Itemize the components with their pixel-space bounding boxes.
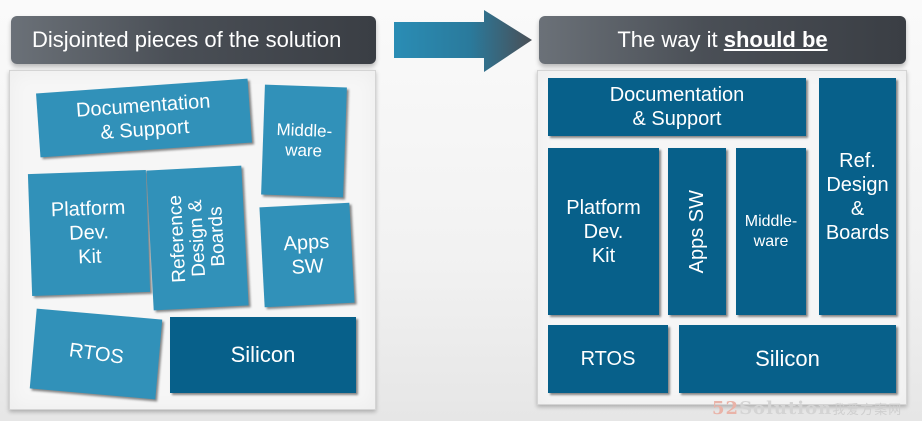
watermark-chinese: 我爱方案网	[832, 403, 903, 418]
right-platform-label: Platform Dev. Kit	[566, 196, 641, 267]
left-rtos-block: RTOS	[29, 308, 163, 400]
right-rtos-label: RTOS	[580, 348, 636, 370]
right-silicon-label: Silicon	[755, 345, 820, 371]
left-rtos-label: RTOS	[67, 339, 125, 369]
right-title-emphasis: should be	[723, 27, 828, 52]
right-rtos-block: RTOS	[548, 325, 668, 393]
left-silicon-label: Silicon	[230, 341, 296, 367]
right-header: The way it should be	[539, 16, 906, 64]
left-header: Disjointed pieces of the solution	[11, 16, 376, 64]
right-silicon-block: Silicon	[679, 325, 896, 393]
right-ref-design-block: Ref. Design & Boards	[819, 78, 896, 315]
right-apps-block: Apps SW	[668, 148, 726, 315]
right-middleware-block: Middle- ware	[736, 148, 806, 315]
right-arrow-icon	[394, 10, 532, 72]
left-documentation-label: Documentation & Support	[75, 90, 212, 145]
right-documentation-block: Documentation & Support	[548, 78, 806, 136]
right-apps-label: Apps SW	[686, 189, 708, 274]
left-middleware-label: Middle- ware	[276, 119, 333, 161]
left-middleware-block: Middle- ware	[261, 84, 347, 198]
left-silicon-block: Silicon	[170, 317, 356, 393]
right-documentation-label: Documentation & Support	[609, 84, 745, 130]
watermark: 52Solution我爱方案网	[712, 398, 902, 419]
right-platform-block: Platform Dev. Kit	[548, 148, 659, 315]
watermark-text: Solution	[739, 398, 833, 419]
right-title-prefix: The way it	[617, 27, 724, 52]
left-platform-block: Platform Dev. Kit	[27, 169, 151, 297]
left-reference-label: Reference Design & Boards	[164, 194, 230, 284]
right-middleware-label: Middle- ware	[744, 213, 798, 250]
left-apps-label: Apps SW	[283, 230, 330, 279]
left-apps-block: Apps SW	[259, 202, 355, 308]
left-title: Disjointed pieces of the solution	[32, 27, 342, 52]
right-ref-design-label: Ref. Design & Boards	[825, 149, 890, 244]
watermark-number: 52	[712, 398, 740, 419]
left-platform-label: Platform Dev. Kit	[50, 196, 126, 269]
left-reference-block: Reference Design & Boards	[146, 165, 249, 311]
